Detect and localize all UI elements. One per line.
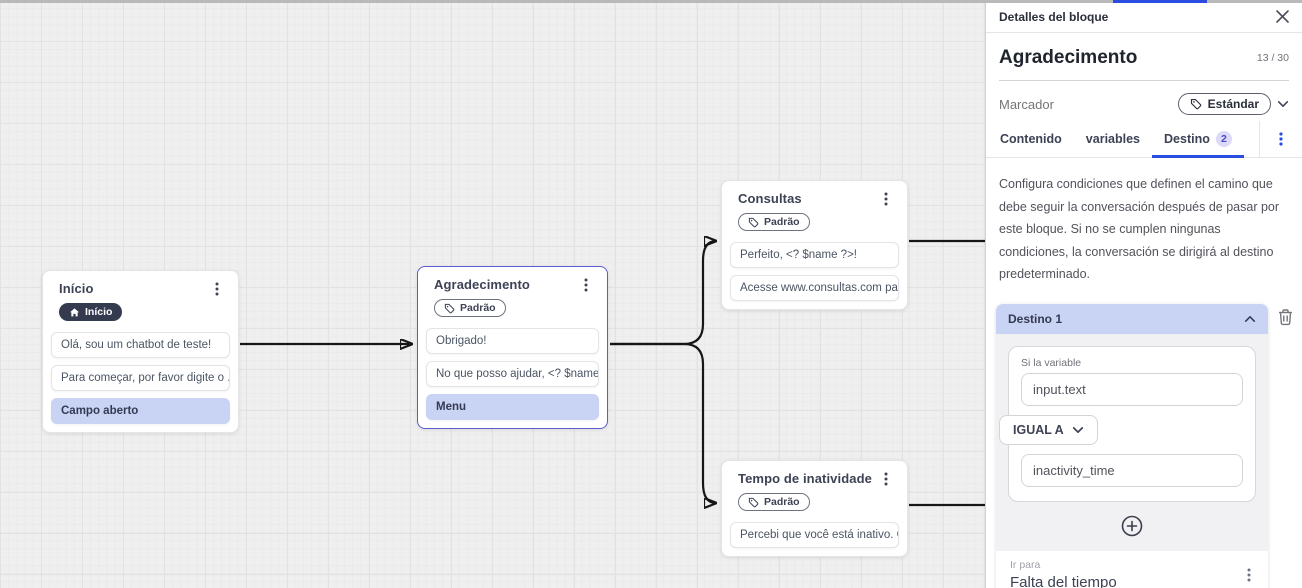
edge-agradecimento-tempo [610, 342, 716, 503]
tag-selector-pill[interactable]: Estándar [1177, 93, 1271, 115]
node-title: Consultas [738, 191, 802, 206]
node-agradecimento[interactable]: Agradecimento Padrão Obrigado! No que po… [417, 266, 608, 429]
goto-value: Falta del tiempo [1010, 573, 1117, 588]
node-message[interactable]: Olá, sou um chatbot de teste! [51, 331, 230, 358]
node-title: Agradecimento [434, 277, 530, 292]
chevron-down-icon [1072, 424, 1084, 436]
node-type-badge: Padrão [738, 213, 810, 231]
node-message[interactable]: Perfeito, <? $name ?>! [730, 241, 899, 268]
panel-title: Detalles del bloque [999, 9, 1109, 24]
node-type-badge: Padrão [738, 493, 810, 511]
destination-accordion-header[interactable]: Destino 1 [996, 303, 1268, 334]
node-open-field[interactable]: Campo aberto [51, 397, 230, 424]
kebab-menu-icon[interactable] [579, 277, 593, 293]
node-type-badge: Início [59, 303, 123, 321]
node-message[interactable]: Para começar, por favor digite o ... [51, 364, 230, 391]
node-consultas[interactable]: Consultas Padrão Perfeito, <? $name ?>! … [721, 180, 908, 310]
block-details-panel: Detalles del bloque 13 / 30 Estándar Con… [985, 0, 1302, 588]
condition-variable-input[interactable] [1021, 372, 1243, 406]
condition-box: Si la variable IGUAL A [999, 345, 1256, 502]
destination-description: Configura condiciones que definen el cam… [999, 177, 1280, 281]
char-counter: 13 / 30 [1256, 52, 1289, 64]
kebab-menu-icon[interactable] [210, 281, 224, 297]
tabs-kebab-menu-icon[interactable] [1259, 121, 1302, 157]
operator-select[interactable]: IGUAL A [999, 414, 1098, 445]
tag-icon [748, 497, 759, 507]
destination-title: Destino 1 [1008, 311, 1063, 326]
marker-input[interactable] [999, 96, 1109, 112]
close-icon[interactable] [1275, 9, 1290, 24]
node-type-badge: Padrão [434, 299, 506, 317]
add-condition-button[interactable] [1120, 514, 1144, 538]
panel-tabs: Contenido variables Destino 2 [986, 121, 1302, 158]
goto-label: Ir para [1010, 558, 1041, 571]
chevron-up-icon[interactable] [1244, 313, 1256, 325]
delete-destination-button[interactable] [1277, 308, 1294, 329]
kebab-menu-icon[interactable] [879, 471, 893, 487]
tab-variables[interactable]: variables [1085, 132, 1141, 146]
tag-icon [444, 303, 455, 313]
trash-icon [1279, 308, 1292, 325]
destino-count-badge: 2 [1215, 131, 1232, 147]
block-name-input[interactable] [999, 47, 1219, 69]
tag-icon [1190, 98, 1201, 110]
flow-canvas[interactable]: Início Início Olá, sou um chatbot de tes… [0, 0, 986, 588]
top-edge-strip [0, 0, 1302, 3]
node-inicio[interactable]: Início Início Olá, sou um chatbot de tes… [42, 270, 239, 433]
condition-value-input[interactable] [1021, 453, 1243, 487]
condition-label: Si la variable [1021, 356, 1082, 369]
top-edge-active-indicator [1113, 0, 1207, 3]
node-menu-field[interactable]: Menu [426, 393, 599, 420]
goto-kebab-menu-icon[interactable] [1242, 567, 1256, 583]
panel-header: Detalles del bloque [986, 0, 1302, 33]
chevron-down-icon[interactable] [1277, 98, 1289, 110]
tab-contenido[interactable]: Contenido [1000, 132, 1062, 146]
node-message[interactable]: No que posso ajudar, <? $name ... [426, 360, 599, 387]
node-message[interactable]: Percebi que você está inativo. C... [730, 521, 899, 548]
node-title: Tempo de inatividade [738, 471, 872, 486]
goto-row[interactable]: Ir para Falta del tiempo [996, 550, 1268, 588]
node-message[interactable]: Acesse www.consultas.com par... [730, 274, 899, 301]
tab-destino[interactable]: Destino 2 [1152, 121, 1244, 158]
edge-agradecimento-consultas [610, 241, 716, 346]
tag-icon [748, 217, 759, 227]
plus-circle-icon [1121, 515, 1143, 536]
kebab-menu-icon[interactable] [879, 191, 893, 207]
node-message[interactable]: Obrigado! [426, 327, 599, 354]
node-tempo-inatividade[interactable]: Tempo de inatividade Padrão Percebi que … [721, 460, 908, 557]
home-icon [70, 307, 79, 316]
destination-card: Destino 1 Si la variable IGUAL A [996, 303, 1268, 588]
node-title: Início [59, 281, 94, 296]
